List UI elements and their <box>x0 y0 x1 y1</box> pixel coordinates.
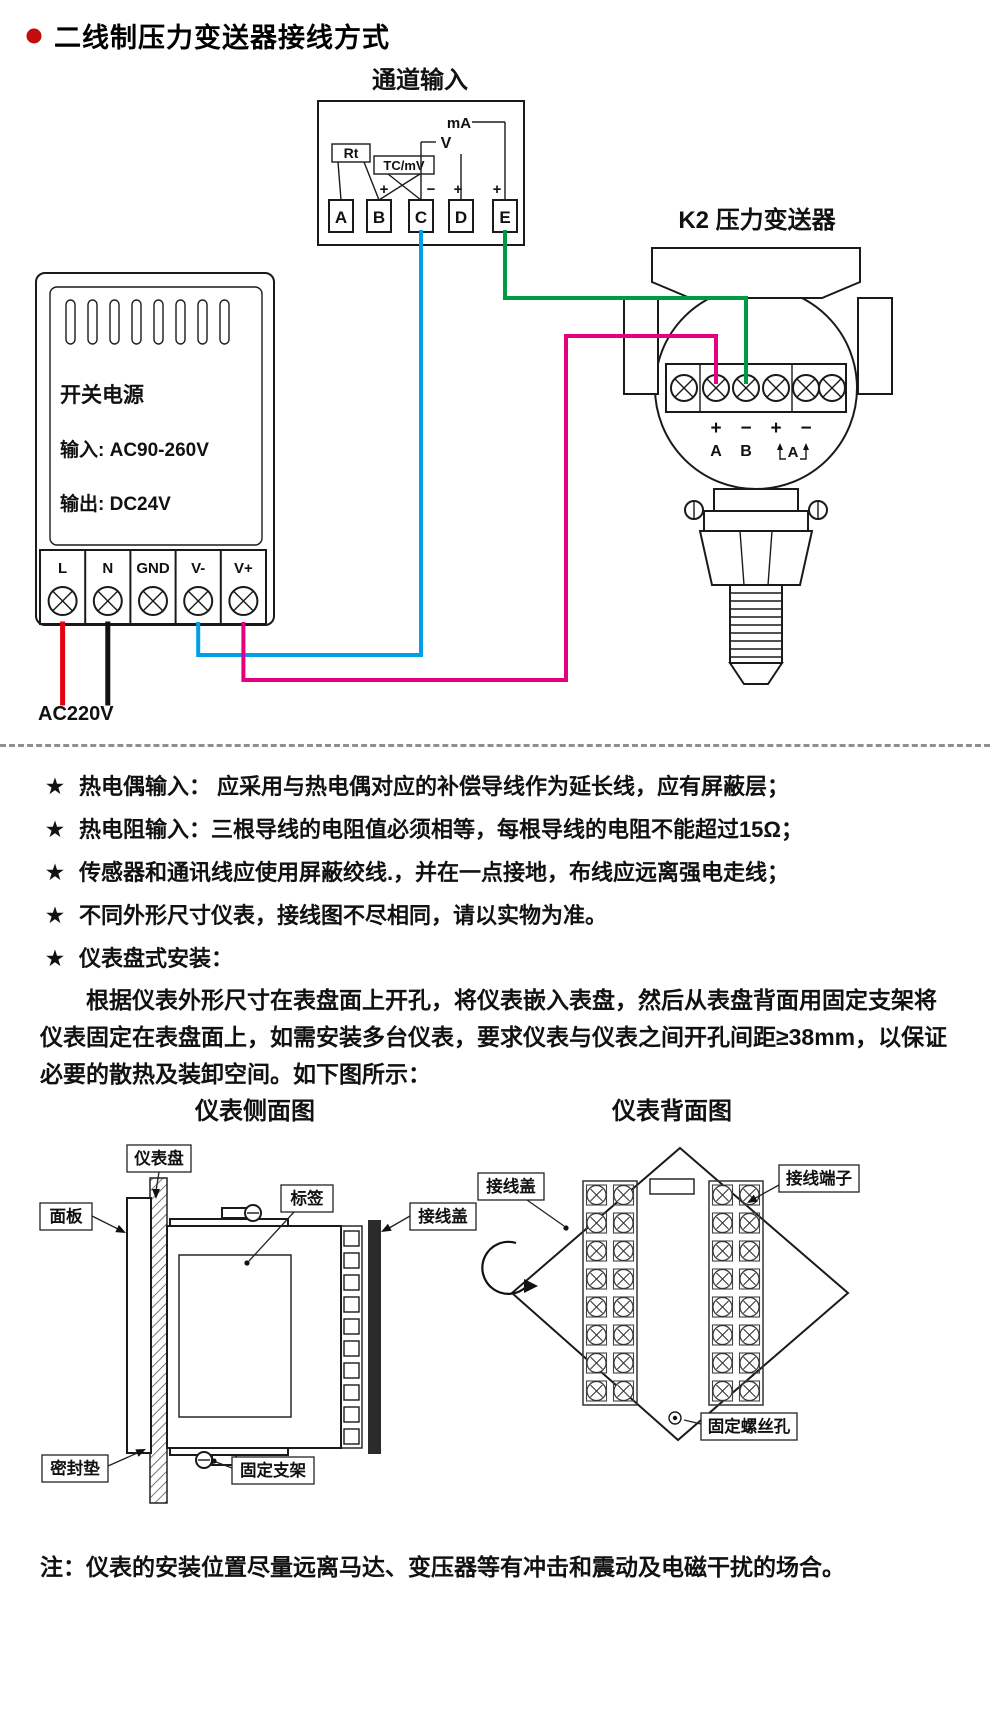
terminal-e: E <box>499 208 510 227</box>
note-item: ★ 不同外形尺寸仪表，接线图不尽相同，请以实物为准。 <box>46 901 956 931</box>
terminal-d: D <box>455 208 467 227</box>
terminal-strip-right <box>708 1180 764 1406</box>
plus-sign: + <box>710 418 721 439</box>
star-bullet: ★ <box>46 819 64 841</box>
terminal-column <box>340 1225 363 1449</box>
label-front-panel: 面板 <box>50 1206 84 1226</box>
terminal-a: A <box>335 208 347 227</box>
pressure-transmitter: K2 压力变送器 <box>623 206 893 685</box>
star-bullet: ★ <box>46 776 64 798</box>
back-view-labels: 接线盖 接线端子 固定螺丝孔 <box>477 1164 860 1441</box>
page-header: 二线制压力变送器接线方式 <box>26 16 390 55</box>
plus-sign: + <box>770 418 781 439</box>
note-text: 热电阻输入：三根导线的电阻值必须相等，每根导线的电阻不能超过15Ω； <box>78 817 804 842</box>
wiring-cover-bar <box>368 1220 381 1454</box>
note-item: ★ 传感器和通讯线应使用屏蔽绞线.，并在一点接地，布线应远离强电走线； <box>46 858 956 888</box>
installation-views: 仪表侧面图 <box>39 1096 860 1504</box>
note-item: ★ 热电阻输入：三根导线的电阻值必须相等，每根导线的电阻不能超过15Ω； <box>46 815 956 845</box>
mains-label: AC220V <box>38 703 114 725</box>
side-view-title: 仪表侧面图 <box>194 1096 315 1125</box>
note-text: 热电偶输入： 应采用与热电偶对应的补偿导线作为延长线，应有屏蔽层； <box>78 774 790 799</box>
side-view-labels: 仪表盘 面板 标签 接线盖 密封垫 固定支架 <box>39 1144 477 1485</box>
psu-input: 输入: AC90-260V <box>60 438 209 461</box>
transmitter-title: K2 压力变送器 <box>678 206 836 234</box>
wires <box>60 230 748 706</box>
fixing-bracket <box>169 1204 289 1469</box>
psu-terminal-vplus: V+ <box>234 560 253 577</box>
psu-terminal-strip: L N GND V- V+ <box>39 549 267 625</box>
label-gasket: 密封垫 <box>50 1458 100 1478</box>
ma-label: mA <box>447 115 471 132</box>
note-text: 不同外形尺寸仪表，接线图不尽相同，请以实物为准。 <box>78 903 607 928</box>
star-bullet: ★ <box>46 862 64 884</box>
wire-signal-blue <box>196 230 423 657</box>
wire-return-green <box>503 230 748 384</box>
transmitter-screws <box>670 374 846 402</box>
back-view: 仪表背面图 接线盖 接线端子 <box>477 1096 860 1442</box>
page-title: 二线制压力变送器接线方式 <box>54 23 390 53</box>
psu-terminal-gnd: GND <box>136 560 170 577</box>
screw-hole <box>668 1411 682 1425</box>
red-bullet-icon <box>26 28 42 43</box>
label-tag: 标签 <box>291 1188 325 1208</box>
note-item: ★ 仪表盘式安装： <box>46 944 956 974</box>
label-screw-hole: 固定螺丝孔 <box>708 1416 791 1436</box>
minus-sign: − <box>740 418 751 439</box>
panel-wall <box>149 1177 168 1504</box>
v-label: V <box>441 135 452 152</box>
psu-name: 开关电源 <box>60 383 144 407</box>
wire-supply-magenta <box>241 334 718 682</box>
transmitter-label-b: B <box>740 443 752 460</box>
star-bullet: ★ <box>46 948 64 970</box>
channel-terminals: A B C D E <box>328 199 518 233</box>
terminal-b: B <box>373 208 385 227</box>
terminal-strip-left <box>582 1180 638 1406</box>
rt-label: Rt <box>344 145 359 161</box>
plus-sign: + <box>380 181 389 198</box>
section-divider <box>0 744 990 747</box>
front-panel <box>126 1197 152 1454</box>
back-view-title: 仪表背面图 <box>611 1096 732 1125</box>
rotate-arrow-icon <box>481 1240 538 1295</box>
notes-list: ★ 热电偶输入： 应采用与热电偶对应的补偿导线作为延长线，应有屏蔽层； ★ 热电… <box>46 772 956 987</box>
psu-output: 输出: DC24V <box>60 492 171 515</box>
label-wiring-cover: 接线盖 <box>418 1206 468 1226</box>
label-terminal-block: 接线端子 <box>786 1168 853 1188</box>
thread-lines <box>730 592 782 658</box>
footnote: 注：仪表的安装位置尽量远离马达、变压器等有冲击和震动及电磁干扰的场合。 <box>40 1554 845 1580</box>
tcmv-label: TC/mV <box>383 158 425 173</box>
channel-input-title: 通道输入 <box>372 66 468 94</box>
instrument-body <box>166 1225 342 1449</box>
psu-terminal-n: N <box>102 560 113 577</box>
side-view: 仪表侧面图 <box>39 1096 477 1504</box>
wiring-diagram: 通道输入 Rt TC/mV V mA + − + + <box>35 66 893 725</box>
plus-sign: + <box>454 181 463 198</box>
psu-terminal-vminus: V- <box>191 560 205 577</box>
label-bracket: 固定支架 <box>240 1460 307 1480</box>
install-paragraph: 根据仪表外形尺寸在表盘面上开孔，将仪表嵌入表盘，然后从表盘背面用固定支架将仪表固… <box>40 987 948 1087</box>
minus-sign: − <box>427 181 436 198</box>
note-text: 仪表盘式安装： <box>78 946 233 971</box>
transmitter-label-a2: A <box>788 444 799 461</box>
transmitter-label-a: A <box>710 443 722 460</box>
note-text: 传感器和通讯线应使用屏蔽绞线.，并在一点接地，布线应远离强电走线； <box>78 860 790 885</box>
label-wiring-cover-back: 接线盖 <box>486 1176 536 1196</box>
label-panel-board: 仪表盘 <box>133 1148 184 1168</box>
vent-slots <box>65 299 230 345</box>
plus-sign: + <box>493 181 502 198</box>
star-bullet: ★ <box>46 905 64 927</box>
minus-sign: − <box>800 418 811 439</box>
psu-terminal-l: L <box>58 560 67 577</box>
note-item: ★ 热电偶输入： 应采用与热电偶对应的补偿导线作为延长线，应有屏蔽层； <box>46 772 956 802</box>
power-supply: 开关电源 输入: AC90-260V 输出: DC24V L N GND V- … <box>35 272 275 725</box>
channel-input-block: 通道输入 Rt TC/mV V mA + − + + <box>317 66 525 246</box>
terminal-c: C <box>415 208 427 227</box>
